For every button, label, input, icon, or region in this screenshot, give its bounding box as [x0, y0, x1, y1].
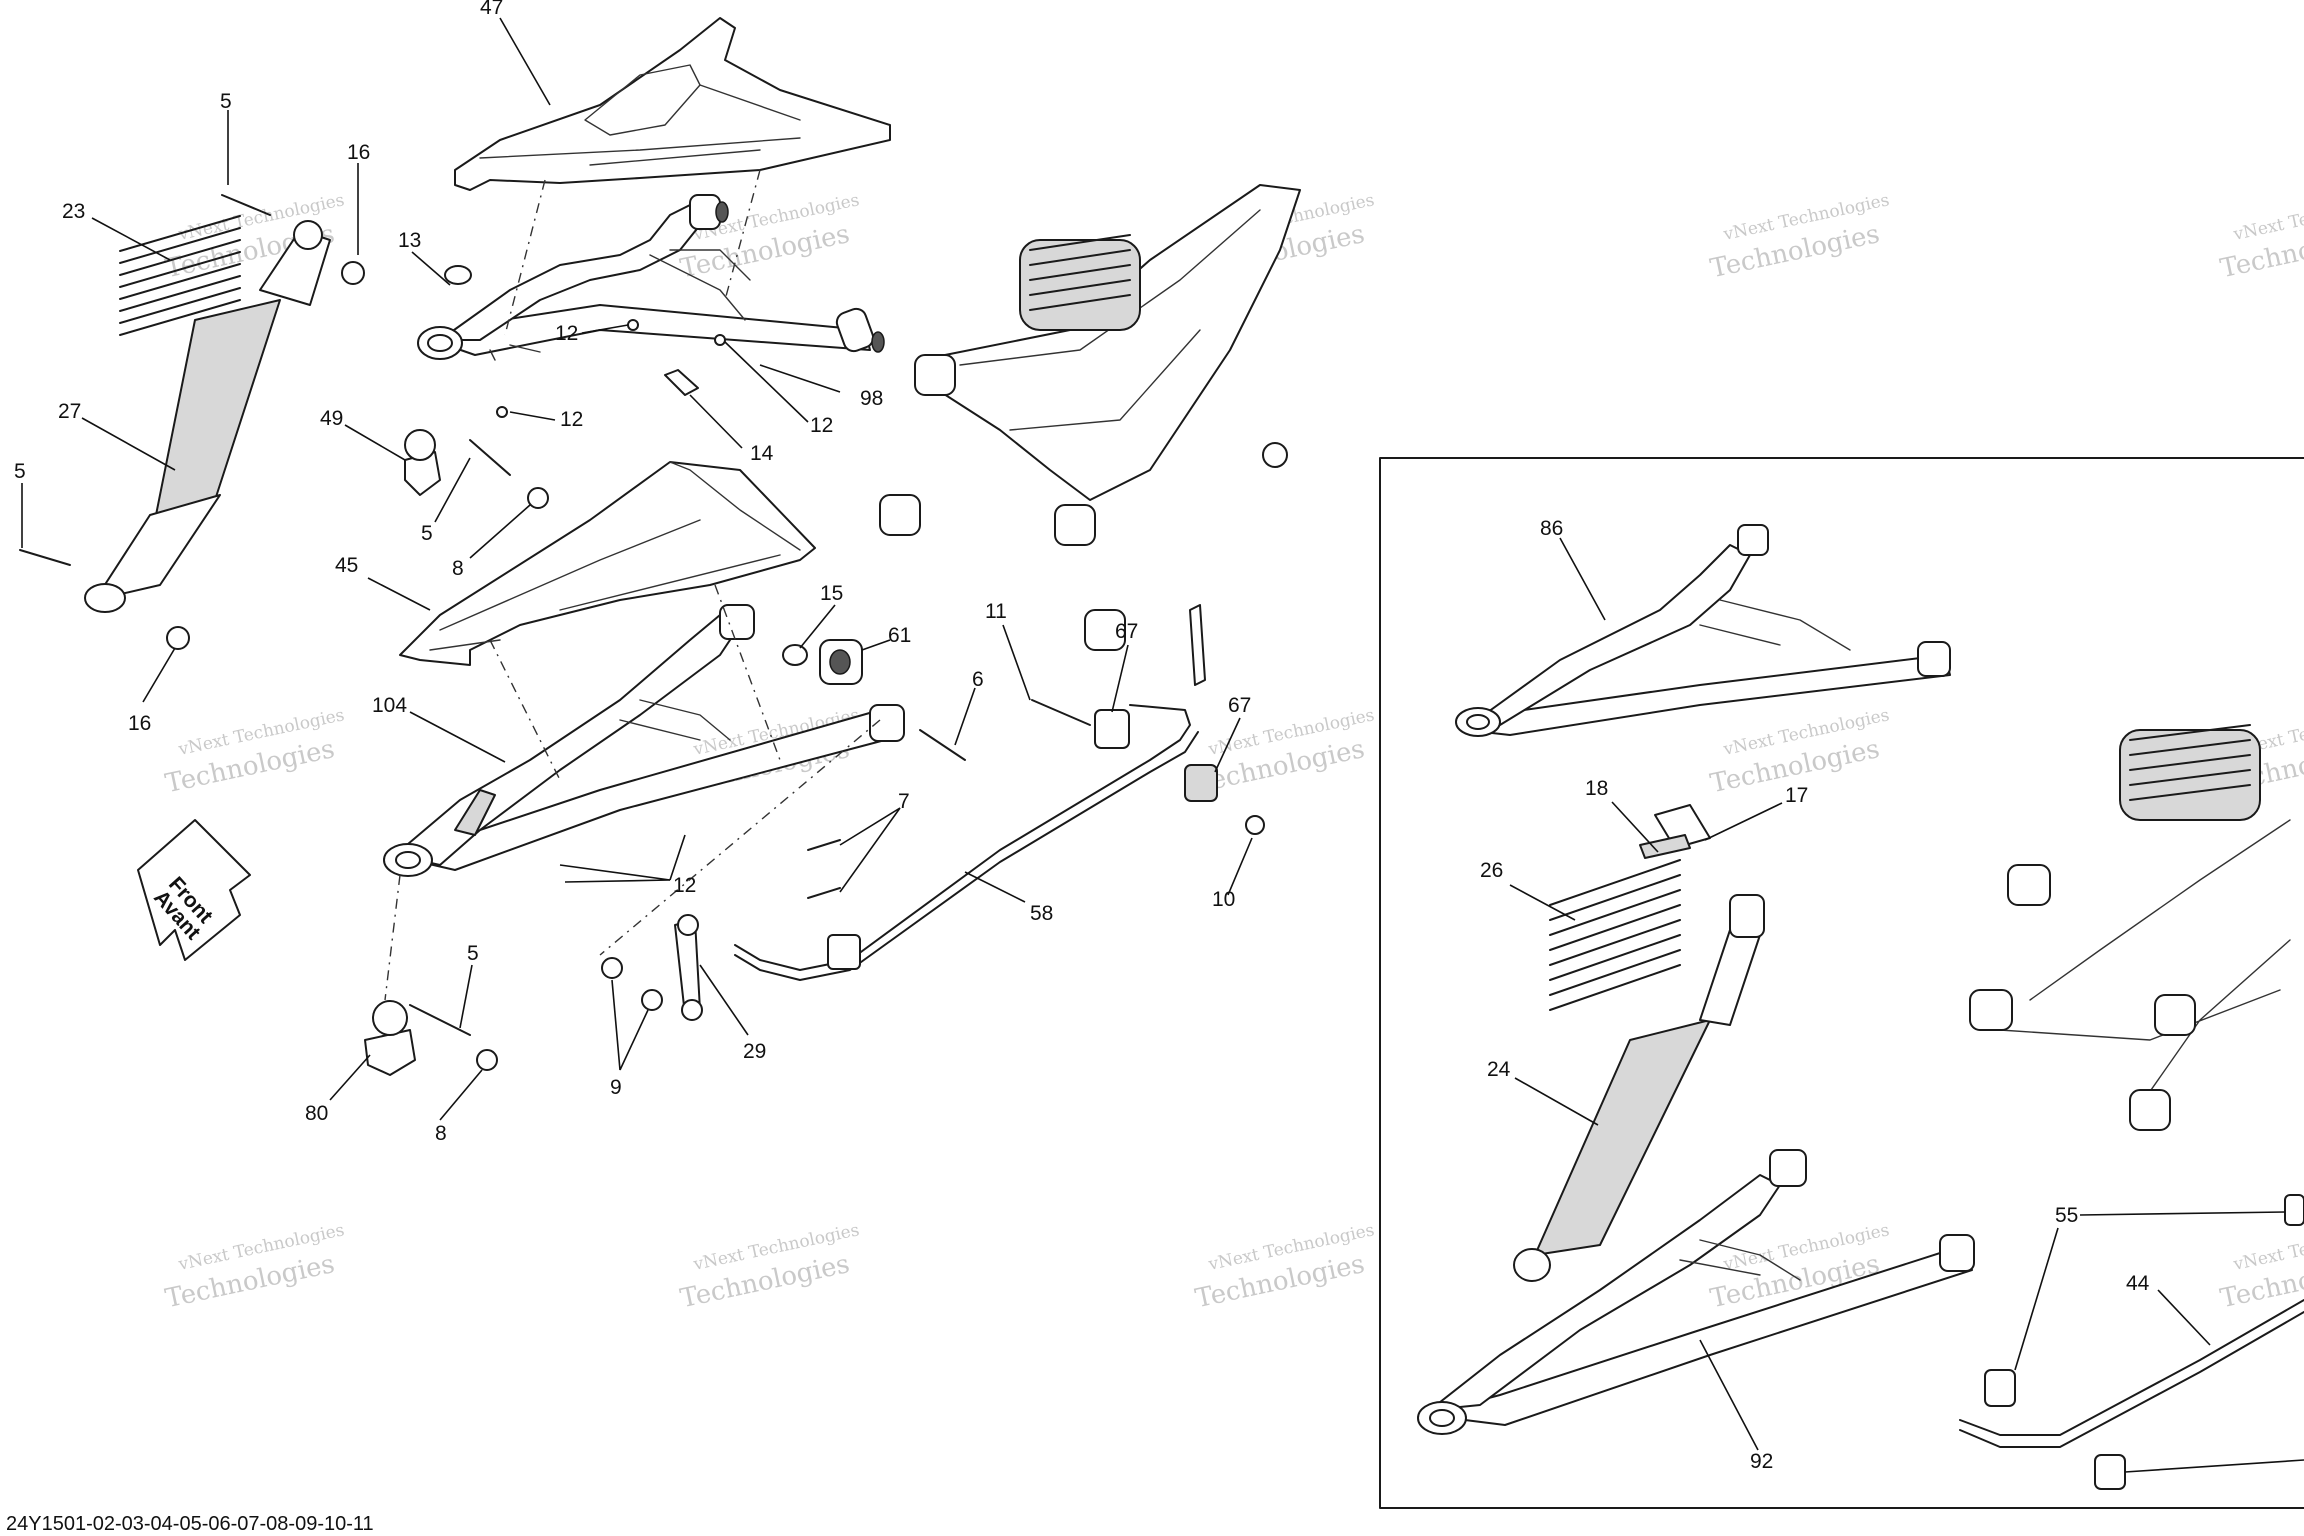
- watermark-layer: vNext Technologies Technologies vNext Te…: [163, 190, 2304, 1314]
- upper-a-arm-98: [417, 194, 885, 361]
- coil-spring-26: [1549, 859, 1681, 1011]
- lower-arm-guard-45: [399, 461, 816, 666]
- callout-15: 15: [820, 582, 843, 605]
- assembly-line: [384, 169, 881, 1001]
- ball-joint-49: [404, 429, 441, 496]
- nut-9: [601, 957, 623, 979]
- clip-14: [664, 369, 699, 396]
- sway-bar-44: [1959, 1194, 2304, 1490]
- nut-10: [1245, 815, 1265, 835]
- bolt-5: [469, 439, 511, 476]
- watermark: vNext Technologies Technologies: [163, 705, 347, 799]
- bolt-5: [409, 1004, 471, 1036]
- clamp-67: [1094, 604, 1218, 802]
- shock-absorber-27: [84, 220, 331, 613]
- callout-5: 5: [220, 90, 232, 113]
- callout-5: 5: [467, 942, 479, 965]
- bolt-6: [919, 729, 966, 761]
- pin-12: [496, 406, 508, 418]
- callout-98: 98: [860, 387, 883, 410]
- callout-10: 10: [1212, 888, 1235, 911]
- leader-lines: [21, 17, 2304, 1473]
- callout-12: 12: [673, 874, 696, 897]
- callout-49: 49: [320, 407, 343, 430]
- pin-12: [714, 334, 726, 346]
- watermark: vNext Technologies Technologies: [2218, 1220, 2304, 1314]
- pin-12: [627, 319, 639, 331]
- callout-86: 86: [1540, 517, 1563, 540]
- callout-12: 12: [810, 414, 833, 437]
- callout-17: 17: [1785, 784, 1808, 807]
- spring-retainer-18: [1639, 834, 1691, 859]
- coil-spring-23: [119, 215, 241, 336]
- diagram-code: 24Y1501-02-03-04-05-06-07-08-09-10-11: [6, 1513, 374, 1535]
- bolt-5: [221, 194, 271, 216]
- callout-8: 8: [435, 1122, 447, 1145]
- nut-8: [527, 487, 549, 509]
- vehicle-frame-inset: [1969, 724, 2291, 1131]
- vehicle-frame: [879, 184, 1301, 651]
- bolt-5: [19, 549, 71, 566]
- watermark: vNext Technologies Technologies: [678, 1220, 862, 1314]
- bolt-7: [807, 887, 841, 899]
- callout-13: 13: [398, 229, 421, 252]
- callout-16: 16: [347, 141, 370, 164]
- inset-frame: [1379, 457, 2304, 1509]
- callout-27: 27: [58, 400, 81, 423]
- callout-12: 12: [560, 408, 583, 431]
- circlip-13: [444, 265, 472, 285]
- callout-104: 104: [372, 694, 407, 717]
- callout-44: 44: [2126, 1272, 2150, 1295]
- sway-bar-link-29: [674, 914, 703, 1021]
- callout-61: 61: [888, 624, 911, 647]
- callout-55: 55: [2055, 1204, 2078, 1227]
- callout-18: 18: [1585, 777, 1608, 800]
- callout-14: 14: [750, 442, 774, 465]
- callout-7: 7: [898, 790, 910, 813]
- callout-67: 67: [1115, 620, 1138, 643]
- front-direction-arrow: Front Avant: [137, 819, 251, 961]
- callout-29: 29: [743, 1040, 766, 1063]
- callout-23: 23: [62, 200, 85, 223]
- callout-47: 47: [480, 0, 503, 19]
- callouts: 47 5 16 23 13 12 98 12 12 14 27 49 5 5 8…: [14, 0, 2150, 1473]
- callout-11: 11: [985, 600, 1007, 623]
- nut-9: [641, 989, 663, 1011]
- callout-80: 80: [305, 1102, 328, 1125]
- bolt-11: [1031, 699, 1091, 726]
- callout-6: 6: [972, 668, 984, 691]
- callout-5: 5: [14, 460, 26, 483]
- sway-bar-58: [734, 704, 1199, 981]
- callout-92: 92: [1750, 1450, 1773, 1473]
- watermark-text: vNext Technologies: [2231, 1220, 2304, 1275]
- bushing-61: [819, 639, 863, 685]
- callout-9: 9: [610, 1076, 622, 1099]
- watermark: vNext Technologies Technologies: [1708, 190, 1892, 284]
- watermark-text: vNext Technologies: [2231, 190, 2304, 245]
- nut-16: [341, 261, 365, 285]
- watermark: vNext Technologies Technologies: [163, 1220, 347, 1314]
- callout-12: 12: [555, 322, 578, 345]
- callout-45: 45: [335, 554, 358, 577]
- bolt-7: [807, 839, 841, 851]
- callout-5: 5: [421, 522, 433, 545]
- upper-arm-guard-47: [454, 17, 891, 191]
- nut-16: [166, 626, 190, 650]
- lower-a-arm-104: [383, 604, 905, 877]
- watermark: vNext Technologies Technologies: [1193, 1220, 1377, 1314]
- callout-26: 26: [1480, 859, 1503, 882]
- callout-24: 24: [1487, 1058, 1511, 1081]
- callout-8: 8: [452, 557, 464, 580]
- nut-15: [782, 644, 808, 666]
- ball-joint-80: [364, 1000, 416, 1076]
- shock-absorber-24: [1513, 894, 1765, 1282]
- lower-a-arm-92: [1417, 1149, 1975, 1435]
- callout-67: 67: [1228, 694, 1251, 717]
- nut-8: [476, 1049, 498, 1071]
- watermark: vNext Technologies Technologies: [2218, 190, 2304, 284]
- callout-16: 16: [128, 712, 151, 735]
- callout-58: 58: [1030, 902, 1053, 925]
- upper-a-arm-86: [1455, 524, 1951, 737]
